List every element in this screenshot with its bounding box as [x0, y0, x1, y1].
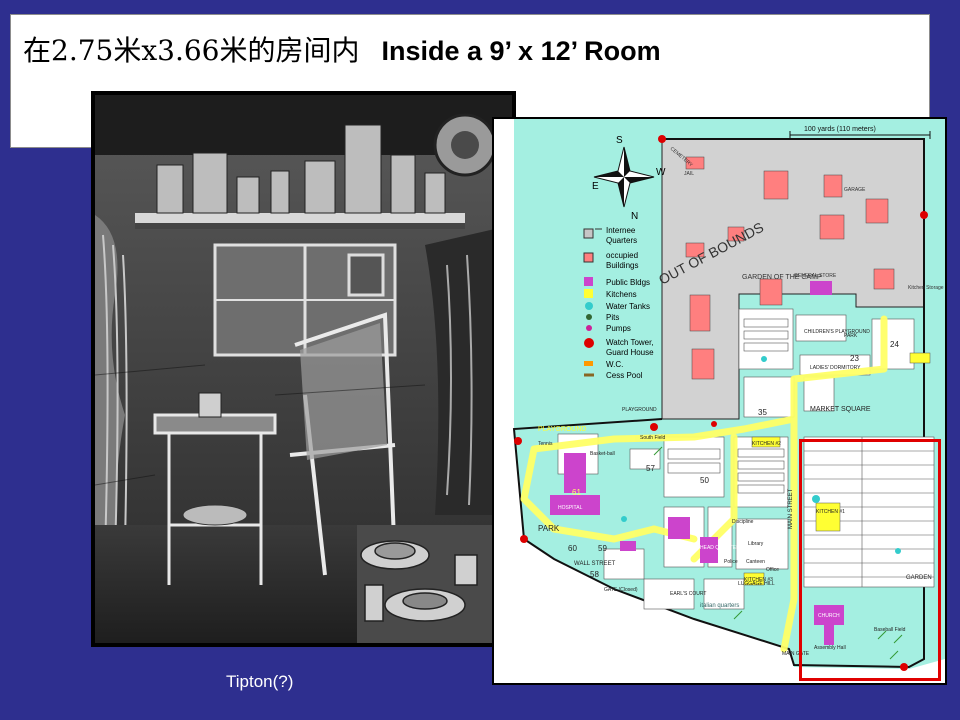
legend-occupied: occupied	[606, 251, 638, 260]
legend-quarters: Quarters	[606, 236, 637, 245]
main-street-label: MAIN STREET	[788, 488, 794, 529]
compass-e: E	[592, 181, 599, 192]
luggage-hill-label: LUGGAGE HILL	[738, 581, 775, 587]
canteen-label: Canteen	[746, 559, 765, 565]
block-numbers: 23 24 35 57 50 61 60 59 58	[568, 340, 899, 579]
ladies-dormitory-label: LADIES' DORMITORY	[810, 365, 861, 371]
highlight-box	[799, 439, 941, 681]
market-square-label: MARKET SQUARE	[810, 406, 871, 413]
room-photo-illustration	[95, 95, 512, 643]
legend-public-bldgs: Public Bldgs	[606, 278, 650, 287]
legend-kitchens: Kitchens	[606, 290, 637, 299]
field-hatch	[653, 446, 903, 660]
park-main-label: PARK	[538, 524, 560, 533]
playground-label-left: PLAYGROUND	[538, 426, 587, 433]
park-label: PARK	[844, 333, 858, 339]
south-field-label: South Field	[640, 435, 666, 441]
wall-street-label: WALL STREET	[574, 561, 616, 567]
library-label: Library	[748, 541, 764, 547]
garden-of-camp-label: GARDEN OF THE CAMP	[742, 274, 822, 281]
map-labels: CHILDREN'S PLAYGROUND PARK LADIES' DORMI…	[538, 329, 932, 657]
hospital-label: HOSPITAL	[558, 505, 583, 511]
block-59: 59	[598, 544, 607, 553]
kitchen1-label: KITCHEN #1	[816, 509, 845, 515]
discipline-label: Discipline	[732, 519, 754, 525]
main-gate-label: MAIN GATE	[782, 651, 810, 657]
general-store-label: GENERAL STORE	[794, 273, 837, 279]
room-photo	[91, 91, 516, 647]
slide-title: 在2.75米x3.66米的房间内 Inside a 9’ x 12’ Room	[23, 29, 661, 69]
block-58: 58	[590, 570, 599, 579]
compass-w: W	[656, 167, 666, 178]
head-quarters-label: HEAD QUARTERS	[700, 545, 744, 551]
kitchen3-label: KITCHEN #3	[744, 577, 773, 583]
legend-cess-pool: Cess Pool	[606, 371, 643, 380]
block-50: 50	[700, 476, 709, 485]
legend-pits: Pits	[606, 313, 619, 322]
water-tanks	[621, 356, 901, 554]
legend-wc: W.C.	[606, 360, 623, 369]
police-label: Police	[724, 559, 738, 565]
title-english: Inside a 9’ x 12’ Room	[381, 36, 661, 66]
legend-watch-tower: Watch Tower,	[606, 338, 654, 347]
basketball-label: Basket-ball	[590, 451, 615, 457]
church-label: CHURCH	[818, 613, 840, 619]
assembly-hall-label: Assembly Hall	[814, 645, 846, 651]
legend-buildings: Buildings	[606, 261, 638, 270]
kitchen2-label: KITCHEN #2	[752, 441, 781, 447]
watch-towers	[514, 135, 928, 671]
compass-rose: S W E N	[592, 135, 666, 222]
office-label: Office	[766, 567, 779, 573]
block-60: 60	[568, 544, 577, 553]
playground-label-top: PLAYGROUND	[622, 407, 657, 413]
garden-label: GARDEN	[906, 575, 932, 581]
legend-water-tanks: Water Tanks	[606, 302, 650, 311]
block-61: 61	[572, 488, 581, 497]
compass-s: S	[616, 135, 623, 146]
childrens-playground-label: CHILDREN'S PLAYGROUND	[804, 329, 870, 335]
public-buildings	[550, 453, 844, 645]
photo-caption: Tipton(?)	[226, 672, 294, 691]
camp-map-svg: 100 yards (110 meters) S W E N Internee …	[512, 119, 945, 671]
italian-quarters-label: italian quarters	[700, 603, 739, 609]
legend-pumps: Pumps	[606, 324, 631, 333]
map-legend: Internee Quarters occupied Buildings Pub…	[583, 226, 654, 380]
earls-court-label: EARL'S COURT	[670, 591, 706, 597]
jail-label: JAIL	[684, 171, 694, 177]
gate-closed-label: GATE (Closed)	[604, 587, 638, 593]
camp-map: 100 yards (110 meters) S W E N Internee …	[492, 117, 947, 685]
baseball-field-label: Baseball Field	[874, 627, 906, 633]
tennis-label: Tennis	[538, 441, 553, 447]
legend-internee: Internee	[606, 226, 636, 235]
kitchens	[743, 352, 931, 586]
garage-label: GARAGE	[844, 187, 866, 193]
compass-n: N	[631, 211, 638, 222]
kitchen-storage-label: Kitchen Storage	[908, 285, 944, 291]
title-chinese: 在2.75米x3.66米的房间内	[23, 34, 360, 67]
legend-guard-house: Guard House	[606, 348, 654, 357]
block-24: 24	[890, 340, 899, 349]
scale-label: 100 yards (110 meters)	[804, 126, 876, 133]
out-of-bounds-buildings	[685, 156, 895, 380]
block-57: 57	[646, 464, 655, 473]
block-23: 23	[850, 354, 859, 363]
block-35: 35	[758, 408, 767, 417]
